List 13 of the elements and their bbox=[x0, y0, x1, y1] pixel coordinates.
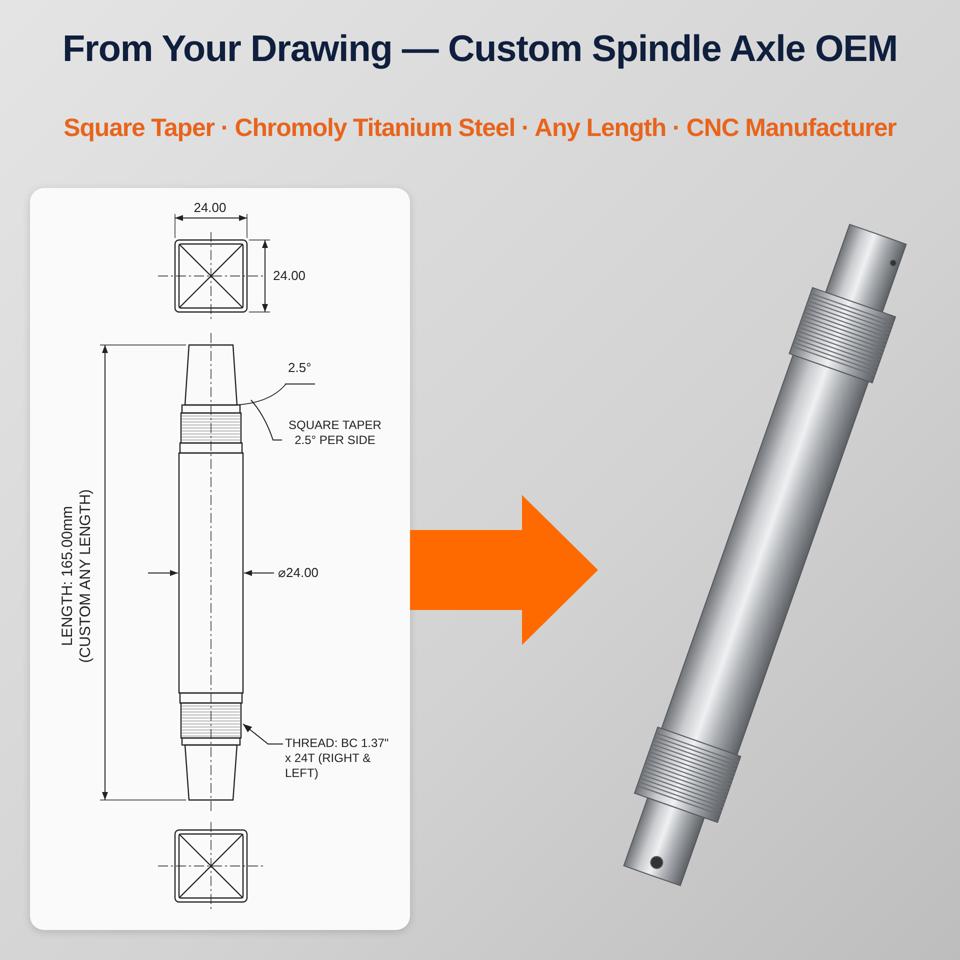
technical-drawing-card bbox=[30, 188, 410, 930]
angle-text: 2.5° bbox=[288, 360, 312, 375]
dimension-text: LENGTH: 165.00mm (CUSTOM ANY LENGTH) bbox=[59, 488, 95, 665]
dimension-text: ⌀24.00 bbox=[278, 565, 320, 580]
leader-line bbox=[242, 724, 284, 744]
block-arrow bbox=[410, 495, 598, 645]
leader-line bbox=[250, 400, 282, 440]
callout-text: THREAD: BC 1.37" x 24T (RIGHT & LEFT) bbox=[285, 736, 397, 781]
dimension-text: 24.00 bbox=[273, 268, 307, 283]
subtitle: Square Taper · Chromoly Titanium Steel · Any Length · CNC Manufacturer bbox=[62, 114, 898, 143]
title: From Your Drawing — Custom Spindle Axle OEM bbox=[62, 28, 898, 70]
callout-text: SQUARE TAPER 2.5° PER SIDE bbox=[280, 418, 390, 448]
dimension-text: 24.00 bbox=[192, 200, 228, 215]
